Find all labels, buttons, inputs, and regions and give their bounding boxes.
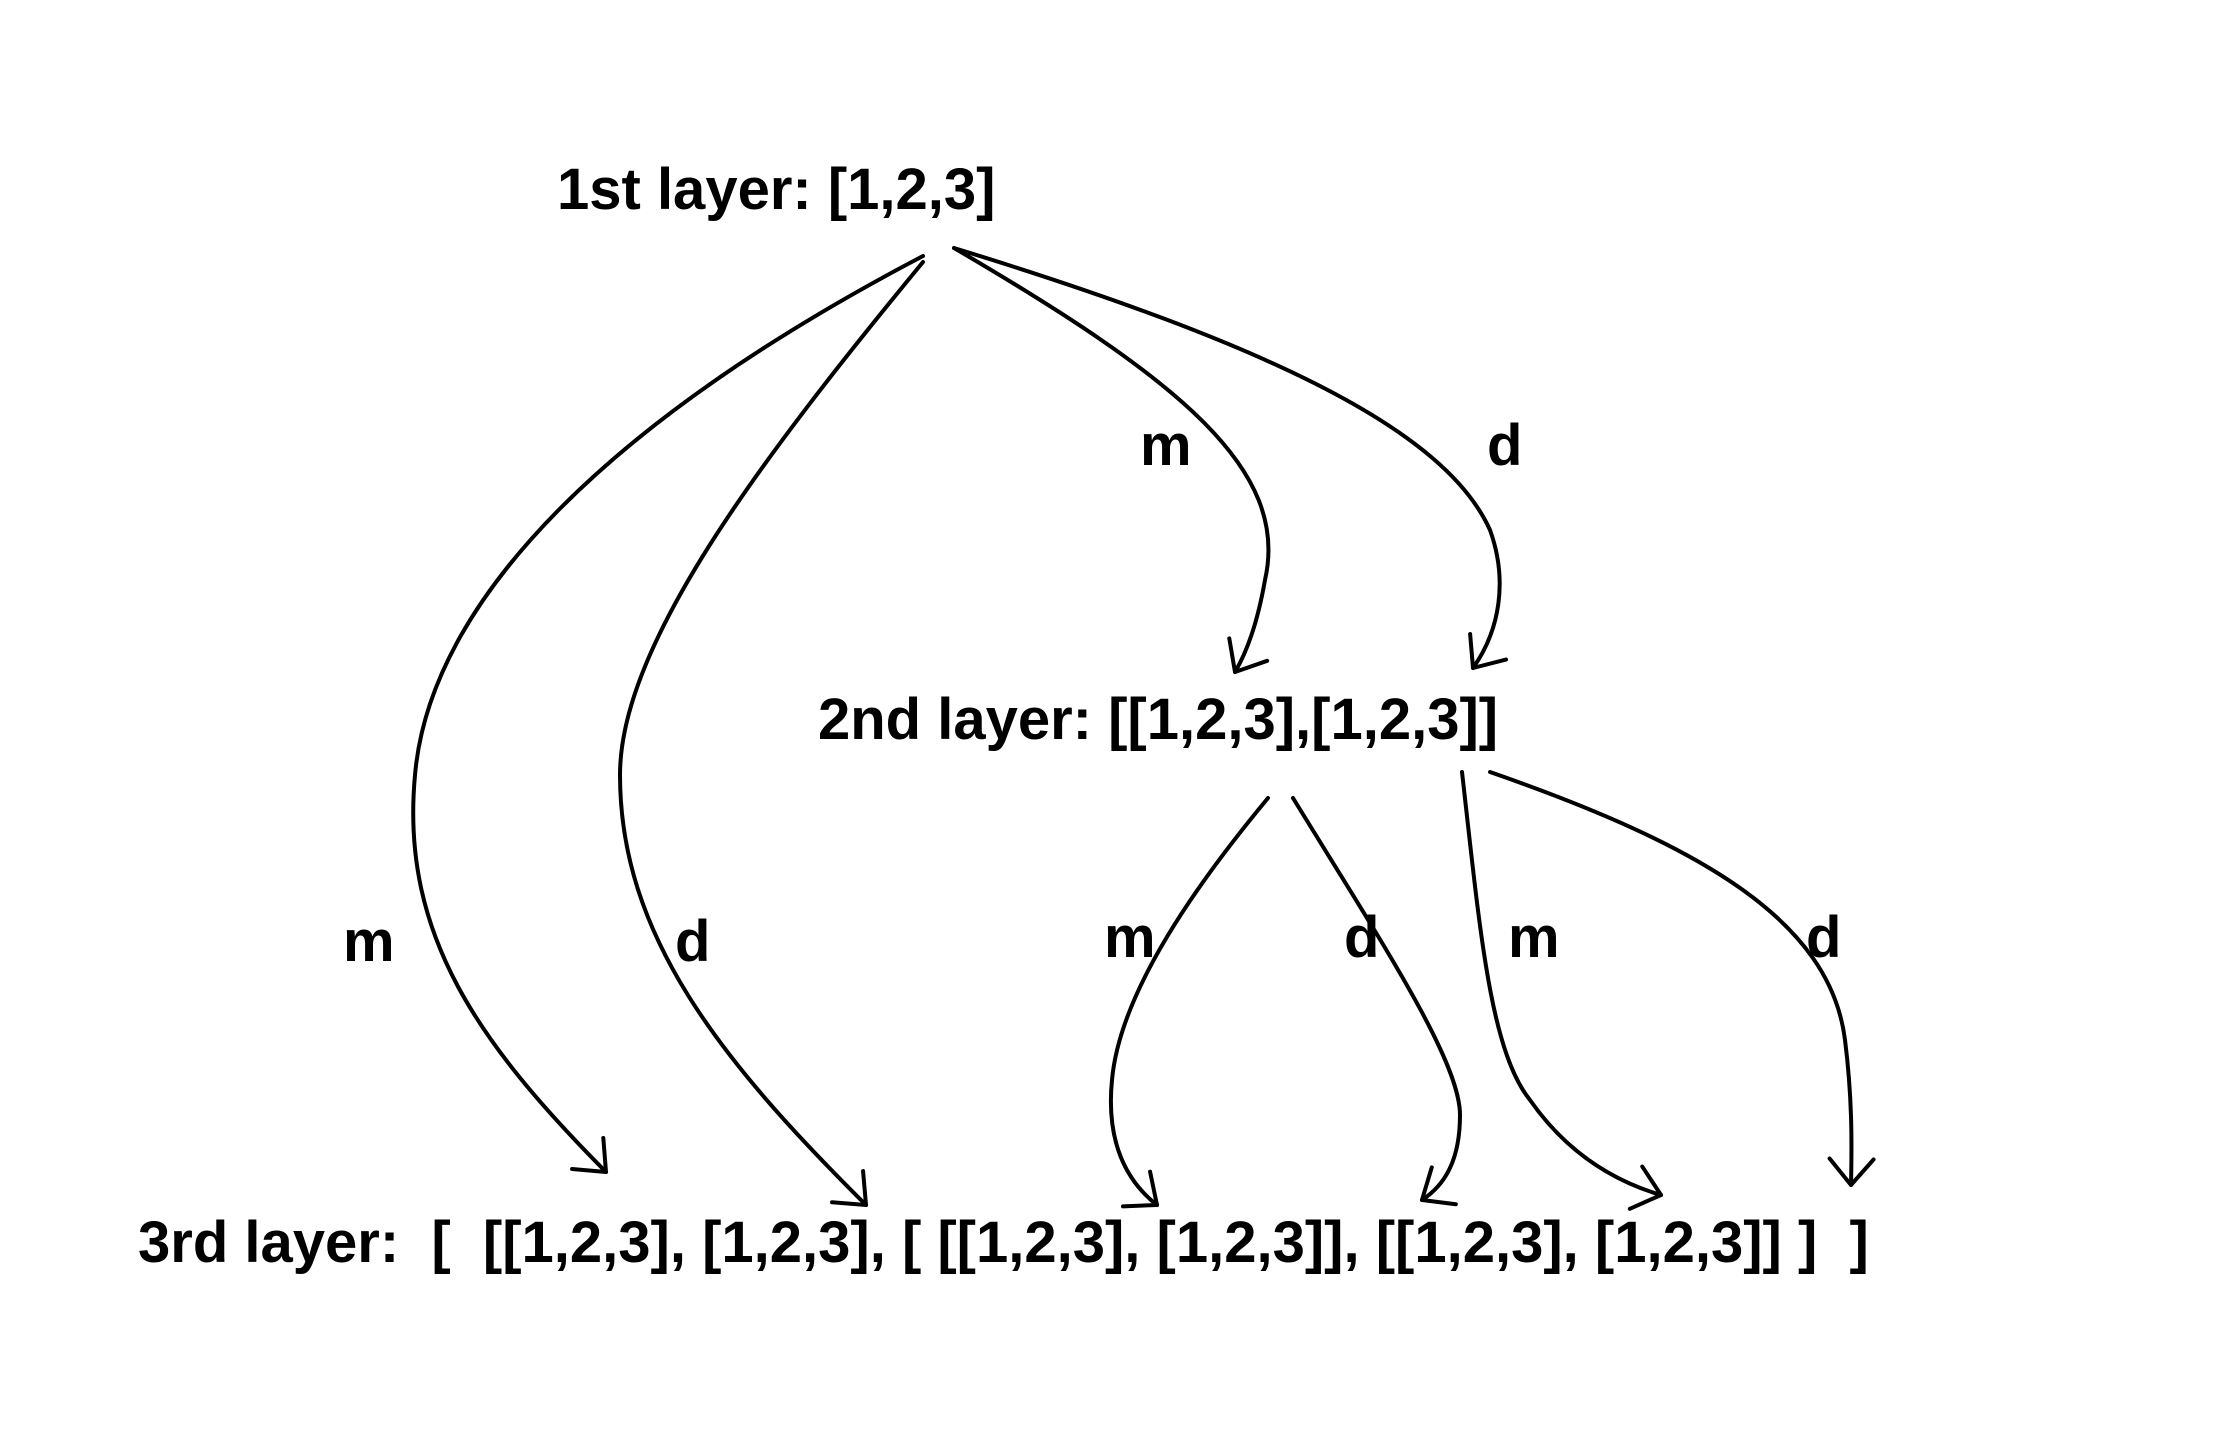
edge-label-l2b-to-l3-m: m xyxy=(1508,905,1560,970)
edge-label-l2a-to-l3-m: m xyxy=(1104,905,1156,970)
edge-l1-to-l3-d xyxy=(618,260,925,1207)
edge-label-l1-to-l3-d: d xyxy=(675,909,710,974)
edge-label-l2b-to-l3-d: d xyxy=(1806,905,1841,970)
edge-label-l1-to-l2-d: d xyxy=(1487,413,1522,478)
edge-l1-to-l3-m xyxy=(411,254,925,1174)
edge-l2b-to-l3-d xyxy=(1488,770,1876,1187)
first-layer-label: 1st layer: [1,2,3] xyxy=(557,157,995,222)
edge-label-l1-to-l2-m: m xyxy=(1140,413,1192,478)
edge-l2b-to-l3-m xyxy=(1460,770,1663,1211)
third-layer-label: 3rd layer: [ [[1,2,3], [1,2,3], [ [[1,2,… xyxy=(138,1210,1869,1275)
edge-l2a-to-l3-d xyxy=(1291,796,1462,1207)
edge-l2a-to-l3-m xyxy=(1108,796,1270,1209)
second-layer-label: 2nd layer: [[1,2,3],[1,2,3]] xyxy=(818,687,1498,752)
edge-l1-to-l2-d xyxy=(952,246,1508,670)
edge-label-l1-to-l3-m: m xyxy=(343,909,395,974)
edge-label-l2a-to-l3-d: d xyxy=(1344,905,1379,970)
edge-l1-to-l2-m xyxy=(952,246,1271,674)
